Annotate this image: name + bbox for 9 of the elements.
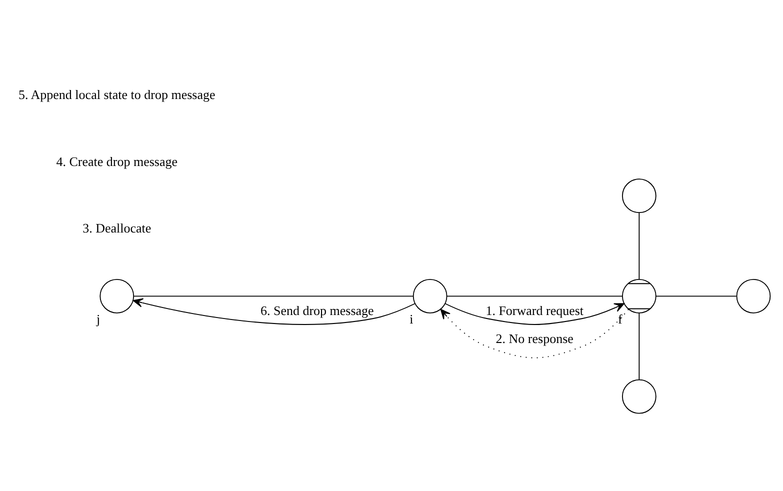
- edge-label: 6. Send drop message: [260, 302, 374, 318]
- node-label: i: [410, 310, 414, 326]
- edge-label: 1. Forward request: [486, 302, 584, 318]
- node-label: f: [618, 310, 622, 326]
- label: 5. Append local state to drop message: [18, 86, 216, 102]
- label: 4. Create drop message: [56, 153, 178, 168]
- label: 3. Deallocate: [82, 220, 152, 236]
- edge-label: 2. No response: [496, 330, 574, 346]
- node-label: j: [96, 310, 100, 326]
